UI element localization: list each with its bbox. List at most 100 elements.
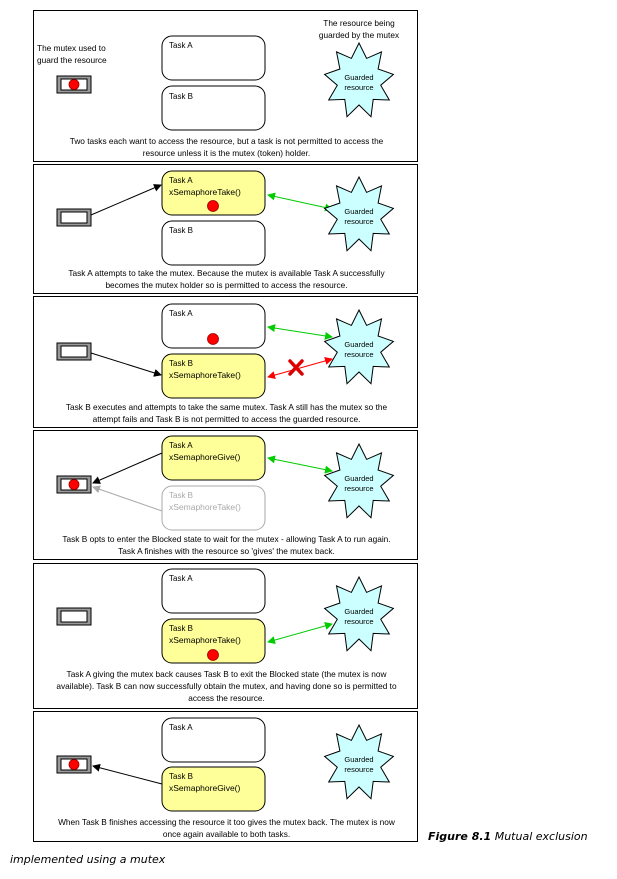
resource-annotation-line2: guarded by the mutex [319,30,400,40]
panel-6-diagram: Task A Task B xSemaphoreGive() Guarded r… [56,717,395,812]
mutex-token [68,79,80,90]
task-a-call: xSemaphoreTake() [169,187,241,197]
panel-6-caption: When Task B finishes accessing the resou… [34,816,419,840]
task-a-access-arrow [267,455,333,474]
resource-label-line2: resource [344,765,373,774]
task-a-label: Task A [169,441,193,450]
task-a-box [161,435,266,481]
blocked-wait-arrow [92,485,163,512]
mutex-token-box [56,475,92,494]
task-a-box [161,170,266,216]
task-b-box [161,766,266,812]
panel-5: Task A Task B xSemaphoreTake() Guarded r… [33,563,418,709]
task-b-box [161,618,266,664]
figure-caption-text-1: Mutual exclusion [494,830,588,843]
panel-3: Task A Task B xSemaphoreTake() Guarded r… [33,296,418,428]
access-arrow [267,192,333,212]
take-arrow [90,184,162,216]
resource-label-line2: resource [344,350,373,359]
guarded-resource-star [323,175,395,252]
task-a-label: Task A [169,574,193,583]
task-b-label: Task B [169,772,193,781]
panel-1-diagram: The mutex used to guard the resource The… [37,18,400,131]
caption-line: resource unless it is the mutex (token) … [142,148,311,158]
caption-line: Task B opts to enter the Blocked state t… [62,534,391,544]
task-b-box [161,220,266,266]
caption-line: Task A giving the mutex back causes Task… [66,669,387,679]
task-b-label: Task B [169,624,193,633]
task-a-box [161,35,266,81]
panel-5-caption: Task A giving the mutex back causes Task… [34,668,419,704]
task-b-call: xSemaphoreTake() [169,370,241,380]
figure-caption-text-2: implemented using a mutex [10,853,166,866]
resource-label-line2: resource [344,484,373,493]
caption-line: Two tasks each want to access the resour… [69,136,384,146]
task-a-box [161,303,266,349]
task-b-label: Task B [169,359,193,368]
mutex-token [207,200,219,212]
panel-4-caption: Task B opts to enter the Blocked state t… [34,533,419,557]
resource-label-line1: Guarded [344,340,373,349]
caption-line: becomes the mutex holder so is permitted… [105,280,348,290]
mutex-token-box [56,607,92,626]
mutex-token-box [56,208,92,227]
task-a-call: xSemaphoreGive() [169,452,241,462]
task-a-box [161,568,266,614]
give-arrow [92,763,163,785]
caption-line: available). Task B can now successfully … [56,681,397,691]
figure-caption-line1: Figure 8.1 Mutual exclusion [428,830,588,843]
resource-label-line1: Guarded [344,207,373,216]
mutex-annotation-line2: guard the resource [37,55,107,65]
guarded-resource-star [323,723,395,800]
mutex-annotation-line1: The mutex used to [37,43,106,53]
task-b-call: xSemaphoreTake() [169,502,241,512]
caption-line: When Task B finishes accessing the resou… [58,817,395,827]
caption-line: access the resource. [188,693,265,703]
panel-2: Task A xSemaphoreTake() Task B Guarded r… [33,164,418,294]
resource-label-line2: resource [344,217,373,226]
caption-line: attempt fails and Task B is not permitte… [92,414,361,424]
task-a-access-arrow [267,324,333,340]
task-b-call: xSemaphoreTake() [169,635,241,645]
task-b-box-blocked [161,485,266,531]
guarded-resource-star [323,575,395,652]
task-b-box [161,85,266,131]
guarded-resource-star [323,41,395,118]
mutex-token [68,759,80,770]
resource-label-line1: Guarded [344,73,373,82]
give-arrow [92,452,163,484]
mutex-token-box [56,755,92,774]
denied-cross-icon [288,359,304,376]
caption-line: Task B executes and attempts to take the… [65,402,388,412]
take-attempt-arrow [90,352,162,377]
task-b-label: Task B [169,92,193,101]
caption-line: once again available to both tasks. [162,829,291,839]
resource-label-line1: Guarded [344,607,373,616]
panel-2-caption: Task A attempts to take the mutex. Becau… [34,267,419,291]
panel-5-diagram: Task A Task B xSemaphoreTake() Guarded r… [56,568,395,664]
mutex-token-box [56,342,92,361]
resource-annotation-line1: The resource being [323,18,395,28]
panel-4-diagram: Task A xSemaphoreGive() Task B xSemaphor… [56,435,395,531]
mutex-token-box [56,75,92,94]
task-b-label: Task B [169,491,193,500]
panel-4: Task A xSemaphoreGive() Task B xSemaphor… [33,430,418,560]
task-b-box [161,353,266,399]
figure-number: Figure 8.1 [428,830,492,843]
resource-label-line2: resource [344,617,373,626]
task-b-access-arrow [267,622,333,644]
resource-label-line2: resource [344,83,373,92]
resource-label-line1: Guarded [344,755,373,764]
panel-6: Task A Task B xSemaphoreGive() Guarded r… [33,711,418,842]
task-a-label: Task A [169,176,193,185]
caption-line: Task A attempts to take the mutex. Becau… [68,268,385,278]
task-b-denied-arrow [267,357,333,379]
panel-1: The mutex used to guard the resource The… [33,10,418,162]
mutex-token [68,479,80,490]
panel-2-diagram: Task A xSemaphoreTake() Task B Guarded r… [56,170,395,266]
task-a-label: Task A [169,723,193,732]
mutex-token [207,333,219,345]
task-a-label: Task A [169,41,193,50]
resource-label-line1: Guarded [344,474,373,483]
task-a-box [161,717,266,763]
